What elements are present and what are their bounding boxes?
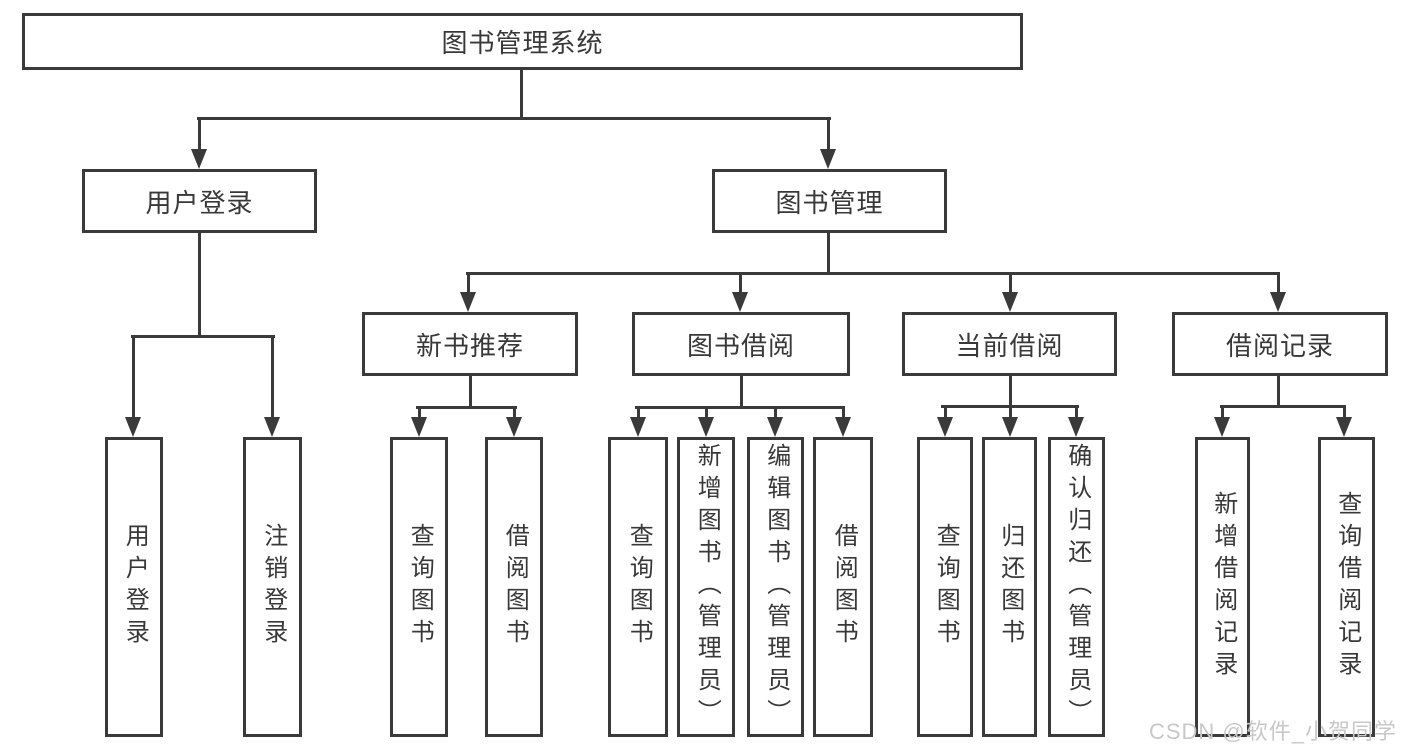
arrow-down-icon [1270,292,1286,312]
connector-level2-branch [197,117,831,120]
leaf-return-books: 归还图书 [982,437,1037,737]
arrow-down-icon [125,417,141,437]
node-label: 借阅记录 [1225,330,1334,361]
arrow-down-icon [820,149,836,169]
arrow-down-icon [191,149,207,169]
connector-borrow-branch [635,406,845,409]
node-label: 用户登录 [145,187,254,218]
arrow-down-icon [264,417,280,437]
node-book-management-system: 图书管理系统 [22,13,1023,70]
leaf-label: 借阅图书 [501,523,529,651]
leaf-label: 注销登录 [259,523,287,651]
leaf-borrow-books: 借阅图书 [813,437,873,737]
node-book-management: 图书管理 [712,169,947,233]
connector-l3-drop [467,272,470,296]
leaf-add-book-admin: 新增图书（管理员） [677,437,735,737]
leaf-label: 确认归还（管理员） [1063,443,1091,731]
connector-book-mgmt-stem [827,233,830,274]
connector-leaf-drop [1075,405,1078,421]
arrow-down-icon [835,417,851,437]
arrow-down-icon [1336,417,1352,437]
leaf-label: 编辑图书（管理员） [762,443,790,731]
leaf-label: 查询图书 [625,523,653,651]
leaf-add-borrow-record: 新增借阅记录 [1195,437,1250,737]
leaf-borrow-books-recommend: 借阅图书 [485,437,543,737]
node-label: 新书推荐 [415,330,524,361]
leaf-label: 查询图书 [932,523,960,651]
connector-user-login-branch [131,335,275,338]
leaf-user-login: 用户登录 [105,437,163,737]
connector-leaf-drop [774,406,777,421]
leaf-label: 查询借阅记录 [1333,491,1361,683]
leaf-query-borrow-record: 查询借阅记录 [1318,437,1375,737]
connector-borrow-stem [740,376,743,408]
arrow-down-icon [630,417,646,437]
leaf-confirm-return-admin: 确认归还（管理员） [1048,437,1105,737]
leaf-label: 新增借阅记录 [1209,491,1237,683]
connector-l3-drop [1009,272,1012,296]
connector-current-stem [1009,376,1012,407]
connector-user-login-stem [198,233,201,337]
connector-leaf-drop [271,335,274,423]
connector-level3-branch [466,272,1280,275]
leaf-query-books-recommend: 查询图书 [390,437,448,737]
leaf-label: 查询图书 [406,523,434,651]
node-label: 图书管理 [775,187,884,218]
connector-leaf-drop [513,406,516,421]
arrow-down-icon [732,292,748,312]
connector-leaf-drop [1221,405,1224,421]
node-book-borrowing: 图书借阅 [632,312,850,376]
connector-root-stem [520,70,523,118]
connector-user-login-drop [198,117,201,155]
node-label: 图书管理系统 [441,28,604,58]
connector-leaf-drop [1343,405,1346,421]
connector-leaf-drop [418,406,421,421]
arrow-down-icon [411,417,427,437]
node-user-login: 用户登录 [82,169,317,233]
connector-leaf-drop [1009,405,1012,421]
connector-l3-drop [1277,272,1280,296]
arrow-down-icon [460,292,476,312]
node-current-borrowing: 当前借阅 [902,312,1117,376]
connector-records-stem [1277,376,1280,407]
connector-l3-drop [739,272,742,296]
arrow-down-icon [1002,292,1018,312]
connector-leaf-drop [637,406,640,421]
arrow-down-icon [506,417,522,437]
leaf-label: 借阅图书 [830,523,858,651]
watermark: CSDN @软件_小贺同学 [1148,719,1397,744]
leaf-logout: 注销登录 [243,437,302,737]
node-label: 图书借阅 [686,330,795,361]
node-borrowing-records: 借阅记录 [1172,312,1388,376]
arrow-down-icon [698,417,714,437]
leaf-label: 归还图书 [996,523,1024,651]
connector-newbook-branch [416,406,517,409]
connector-leaf-drop [944,405,947,421]
arrow-down-icon [1068,417,1084,437]
leaf-label: 用户登录 [121,523,149,651]
connector-newbook-stem [469,376,472,408]
connector-leaf-drop [132,335,135,423]
connector-book-mgmt-drop [827,117,830,155]
arrow-down-icon [937,417,953,437]
arrow-down-icon [1002,417,1018,437]
leaf-edit-book-admin: 编辑图书（管理员） [747,437,804,737]
connector-leaf-drop [842,406,845,421]
connector-records-branch [1220,405,1346,408]
leaf-query-books-borrow: 查询图书 [608,437,668,737]
node-label: 当前借阅 [955,330,1064,361]
node-new-book-recommendation: 新书推荐 [362,312,578,376]
arrow-down-icon [1214,417,1230,437]
leaf-query-books-current: 查询图书 [917,437,973,737]
connector-leaf-drop [705,406,708,421]
leaf-label: 新增图书（管理员） [693,443,721,731]
arrow-down-icon [767,417,783,437]
